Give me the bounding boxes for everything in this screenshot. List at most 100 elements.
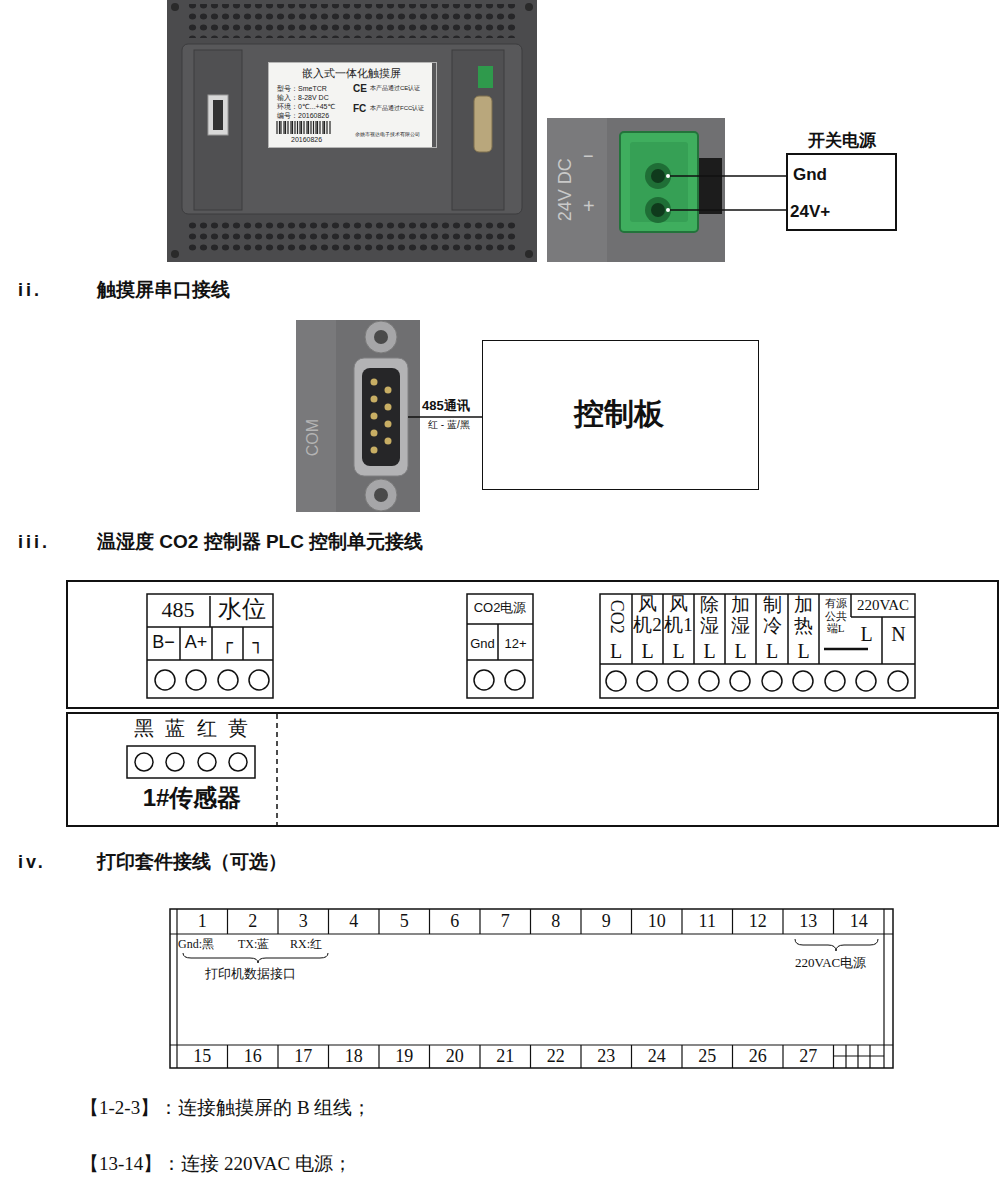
terminal-number: 26 (738, 1046, 778, 1068)
label-slot: FC (353, 103, 366, 115)
label-slot: 19 (384, 1046, 424, 1068)
pin-name: B− (147, 632, 180, 654)
hatched-cell (834, 1045, 885, 1068)
terminal-screw (699, 671, 719, 691)
corner-screw (525, 3, 533, 11)
section-heading: 触摸屏串口接线 (97, 279, 230, 302)
label-slot: Gnd (793, 165, 827, 185)
pin-name: N (882, 622, 915, 646)
side-recess (194, 50, 242, 210)
polarity-mark: + (583, 194, 595, 218)
label-slot: 27 (788, 1046, 828, 1068)
label-slot: 26 (738, 1046, 778, 1068)
wire-end-dot (666, 208, 670, 212)
terminal-block (467, 594, 533, 698)
label-slot: L (725, 641, 756, 661)
section-number: iv. (18, 852, 46, 874)
label-slot: ┌ (212, 632, 243, 654)
panel-marking: 24V DC (555, 150, 577, 230)
green-terminal-block (620, 132, 698, 232)
port-marking: COM (303, 413, 322, 463)
label-slot: L (756, 641, 788, 661)
label-slot: L (663, 641, 694, 661)
terminal-grid (600, 594, 915, 664)
box-text: 开关电源 (808, 131, 876, 151)
pin-name: Gnd:黑 (178, 937, 214, 951)
db9-pin (371, 396, 378, 403)
box-text: CE (353, 83, 367, 95)
box-text: 20160826 (291, 136, 322, 144)
box-text: 型号：SmeTCR (277, 85, 327, 93)
terminal-grid (147, 596, 273, 660)
wire-end-dot (666, 174, 670, 178)
terminal-screw (730, 671, 750, 691)
wire-color: 黑 (129, 716, 159, 740)
corner-screw (525, 250, 533, 258)
label-slot: 15 (182, 1046, 222, 1068)
terminal-screw (888, 671, 908, 691)
label-slot: 本产品通过FCC认证 (370, 105, 424, 112)
terminal-group-label: 水位 (210, 595, 273, 624)
label-slot: ii. (18, 280, 42, 302)
label-slot: 水位 (210, 595, 273, 624)
label-slot: 输入：8-28V DC (277, 94, 329, 102)
label-slot: RX:红 (290, 937, 322, 951)
terminal-screw (505, 670, 525, 690)
box-text: 嵌入式一体化触摸屏 (269, 67, 433, 80)
label-slot: L (632, 641, 663, 661)
label-slot: 13 (788, 911, 828, 933)
db9-port (474, 96, 492, 152)
terminal-number: 3 (283, 911, 323, 933)
screen-back-housing (167, 0, 537, 262)
db9-pin (371, 379, 378, 386)
terminal-block (147, 594, 273, 698)
label-slot: 20 (435, 1046, 475, 1068)
terminal-number: 24 (637, 1046, 677, 1068)
terminal-number: 21 (485, 1046, 525, 1068)
label-slot: Gnd (467, 636, 498, 652)
device-sticker: 嵌入式一体化触摸屏型号：SmeTCR输入：8-28V DC环境：0℃...+45… (268, 62, 437, 148)
label-slot: 【1-2-3】：连接触摸屏的 B 组线； (80, 1097, 371, 1120)
label-slot: 23 (586, 1046, 626, 1068)
label-slot: 制冷 (756, 595, 788, 637)
label-slot: 12 (738, 911, 778, 933)
label-slot: iii. (18, 532, 50, 554)
pin-symbol: ┐ (243, 632, 273, 654)
rs485-wire (408, 416, 482, 418)
terminal-hole (645, 197, 671, 223)
label-slot: CO2电源 (467, 600, 533, 616)
pin-name: CO2 (605, 595, 627, 639)
terminal-number: 12 (738, 911, 778, 933)
plc-sensor-panel (67, 713, 998, 826)
label-slot: 220VAC电源 (795, 955, 866, 971)
sticker-paper (268, 62, 432, 148)
terminal-number: 23 (586, 1046, 626, 1068)
box-text: 环境：0℃...+45℃ (277, 103, 335, 111)
label-slot: 型号：SmeTCR (277, 85, 327, 93)
db9-pin (385, 404, 392, 411)
db9-shell (354, 358, 408, 476)
power-terminal (478, 66, 493, 88)
printer-terminal-strip (170, 909, 893, 1068)
terminal-screw (135, 753, 153, 771)
label-slot: B− (147, 632, 180, 654)
terminal-hole-inner (651, 203, 665, 217)
brace (183, 953, 328, 963)
vent-holes (186, 4, 518, 38)
housing-edge (296, 320, 336, 512)
brace (795, 939, 878, 951)
db9-screw (365, 479, 397, 511)
section-number: iii. (18, 532, 50, 554)
box-text: 输入：8-28V DC (277, 94, 329, 102)
group-note: 打印机数据接口 (205, 966, 296, 982)
db9-pin (385, 438, 392, 445)
db9-insert (362, 368, 400, 466)
label-slot: 有源公共端L (820, 597, 851, 635)
terminal-screw (198, 753, 216, 771)
note-line: 【13-14】：连接 220VAC 电源； (80, 1153, 352, 1176)
pin-name: L (694, 641, 725, 661)
label-slot: 16 (233, 1046, 273, 1068)
pin-name: A+ (180, 632, 212, 654)
housing-edge (547, 118, 607, 262)
label-slot: 余姚市视达电子技术有限公司 (355, 131, 420, 137)
